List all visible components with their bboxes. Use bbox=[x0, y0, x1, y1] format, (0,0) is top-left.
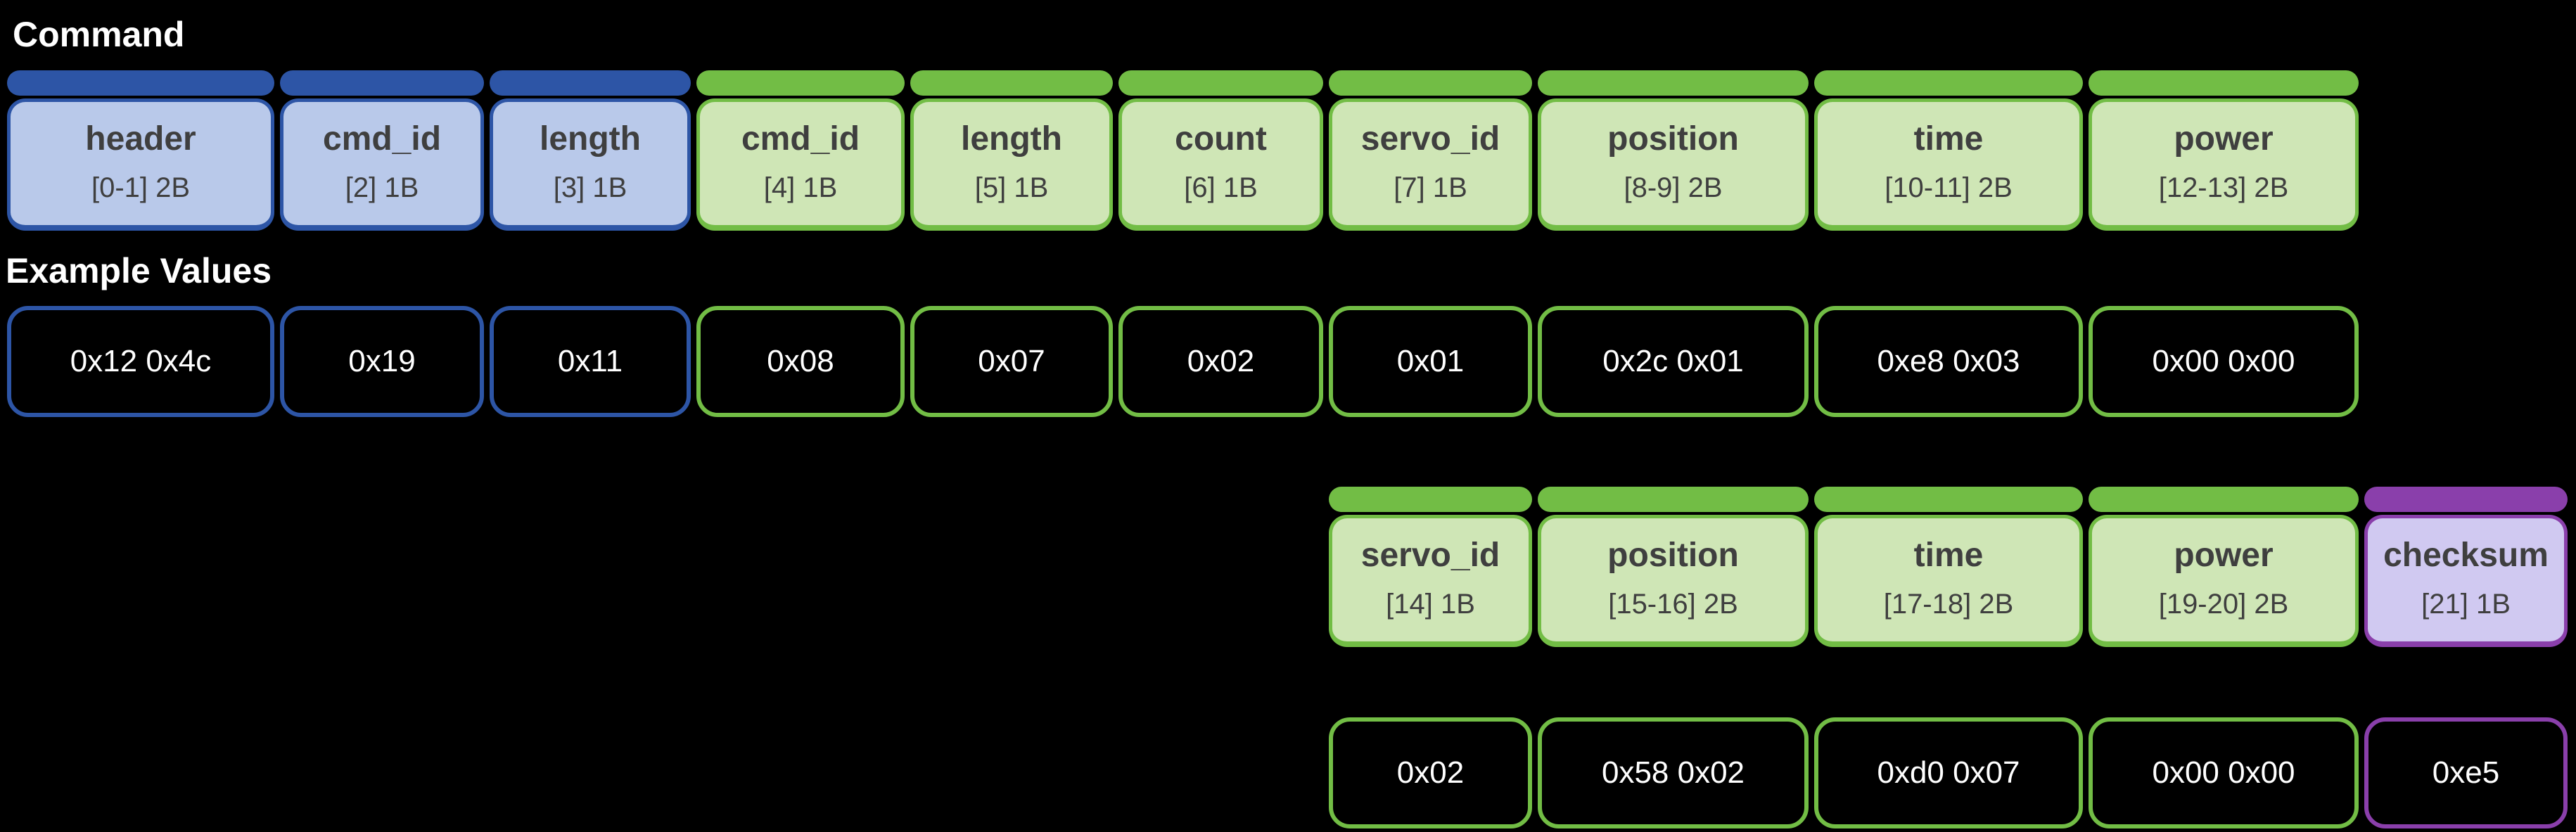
field-label: cmd_id bbox=[322, 120, 442, 158]
value-text: 0x11 bbox=[557, 344, 623, 378]
field-top-bar-power bbox=[2089, 70, 2359, 96]
value-box: 0x12 0x4c bbox=[7, 306, 274, 417]
field-top-bar-cmd_id bbox=[696, 70, 905, 96]
field-box-count: count [6] 1B bbox=[1118, 98, 1323, 231]
field-range: [4] 1B bbox=[763, 172, 838, 203]
field-label: time bbox=[1913, 537, 1984, 574]
field-top-bar-count bbox=[1118, 70, 1323, 96]
value-box: 0x02 bbox=[1118, 306, 1323, 417]
field-box-power: power [19-20] 2B bbox=[2089, 515, 2359, 647]
value-text: 0x02 bbox=[1396, 755, 1465, 790]
field-range: [3] 1B bbox=[553, 172, 627, 203]
field-label: servo_id bbox=[1360, 120, 1500, 158]
field-label: checksum bbox=[2383, 537, 2549, 574]
field-top-bar-length bbox=[910, 70, 1113, 96]
value-box: 0x19 bbox=[280, 306, 484, 417]
field-label: servo_id bbox=[1360, 537, 1500, 574]
field-label: time bbox=[1913, 120, 1984, 158]
value-box: 0xe8 0x03 bbox=[1814, 306, 2083, 417]
field-box-power: power [12-13] 2B bbox=[2089, 98, 2359, 231]
field-label: position bbox=[1607, 120, 1739, 158]
value-text: 0x08 bbox=[767, 344, 834, 378]
value-box: 0xe5 bbox=[2364, 717, 2568, 828]
field-box-position: position [15-16] 2B bbox=[1538, 515, 1809, 647]
value-text: 0x12 0x4c bbox=[70, 344, 212, 378]
section-title-command: Command bbox=[13, 15, 185, 54]
value-box: 0x11 bbox=[490, 306, 691, 417]
field-top-bar-time bbox=[1814, 487, 2083, 512]
value-text: 0x00 0x00 bbox=[2152, 344, 2295, 378]
value-text: 0x2c 0x01 bbox=[1602, 344, 1744, 378]
field-range: [5] 1B bbox=[974, 172, 1049, 203]
field-range: [8-9] 2B bbox=[1624, 172, 1723, 203]
field-range: [6] 1B bbox=[1184, 172, 1258, 203]
value-box: 0x01 bbox=[1329, 306, 1532, 417]
field-range: [0-1] 2B bbox=[91, 172, 191, 203]
value-text: 0x00 0x00 bbox=[2152, 755, 2295, 790]
field-label: count bbox=[1175, 120, 1267, 158]
value-box: 0xd0 0x07 bbox=[1814, 717, 2083, 828]
field-range: [14] 1B bbox=[1386, 589, 1475, 620]
value-text: 0x19 bbox=[348, 344, 416, 378]
field-box-servo_id: servo_id [14] 1B bbox=[1329, 515, 1532, 647]
field-box-servo_id: servo_id [7] 1B bbox=[1329, 98, 1532, 231]
field-box-time: time [10-11] 2B bbox=[1814, 98, 2083, 231]
field-range: [10-11] 2B bbox=[1885, 172, 2013, 203]
field-range: [2] 1B bbox=[345, 172, 419, 203]
value-box: 0x58 0x02 bbox=[1538, 717, 1809, 828]
value-text: 0xe5 bbox=[2432, 755, 2500, 790]
value-text: 0xe8 0x03 bbox=[1877, 344, 2020, 378]
field-label: power bbox=[2174, 120, 2274, 158]
value-text: 0x02 bbox=[1187, 344, 1255, 378]
value-box: 0x07 bbox=[910, 306, 1113, 417]
value-text: 0x58 0x02 bbox=[1601, 755, 1745, 790]
field-range: [19-20] 2B bbox=[2158, 589, 2289, 620]
field-box-header: header [0-1] 2B bbox=[7, 98, 274, 231]
field-label: header bbox=[85, 120, 196, 158]
field-top-bar-servo_id bbox=[1329, 487, 1532, 512]
field-label: position bbox=[1607, 537, 1739, 574]
field-top-bar-length bbox=[490, 70, 691, 96]
field-top-bar-time bbox=[1814, 70, 2083, 96]
section-title-example-values: Example Values bbox=[6, 251, 272, 290]
value-box: 0x00 0x00 bbox=[2089, 717, 2359, 828]
field-box-length: length [5] 1B bbox=[910, 98, 1113, 231]
field-label: length bbox=[540, 120, 641, 158]
field-range: [15-16] 2B bbox=[1608, 589, 1738, 620]
field-range: [17-18] 2B bbox=[1883, 589, 2014, 620]
field-label: cmd_id bbox=[741, 120, 860, 158]
field-label: power bbox=[2174, 537, 2274, 574]
field-top-bar-position bbox=[1538, 487, 1809, 512]
field-range: [12-13] 2B bbox=[2158, 172, 2289, 203]
field-top-bar-header bbox=[7, 70, 274, 96]
field-top-bar-position bbox=[1538, 70, 1809, 96]
field-box-position: position [8-9] 2B bbox=[1538, 98, 1809, 231]
value-text: 0x01 bbox=[1396, 344, 1465, 378]
value-box: 0x08 bbox=[696, 306, 905, 417]
field-top-bar-cmd_id bbox=[280, 70, 484, 96]
field-top-bar-checksum bbox=[2364, 487, 2568, 512]
field-box-checksum: checksum [21] 1B bbox=[2364, 515, 2568, 647]
value-box: 0x2c 0x01 bbox=[1538, 306, 1809, 417]
field-range: [21] 1B bbox=[2421, 589, 2511, 620]
value-text: 0x07 bbox=[978, 344, 1045, 378]
field-label: length bbox=[961, 120, 1062, 158]
value-box: 0x00 0x00 bbox=[2089, 306, 2359, 417]
field-box-time: time [17-18] 2B bbox=[1814, 515, 2083, 647]
field-box-length: length [3] 1B bbox=[490, 98, 691, 231]
value-text: 0xd0 0x07 bbox=[1877, 755, 2020, 790]
field-top-bar-power bbox=[2089, 487, 2359, 512]
field-box-cmd_id: cmd_id [4] 1B bbox=[696, 98, 905, 231]
field-box-cmd_id: cmd_id [2] 1B bbox=[280, 98, 484, 231]
value-box: 0x02 bbox=[1329, 717, 1532, 828]
field-top-bar-servo_id bbox=[1329, 70, 1532, 96]
field-range: [7] 1B bbox=[1394, 172, 1467, 203]
